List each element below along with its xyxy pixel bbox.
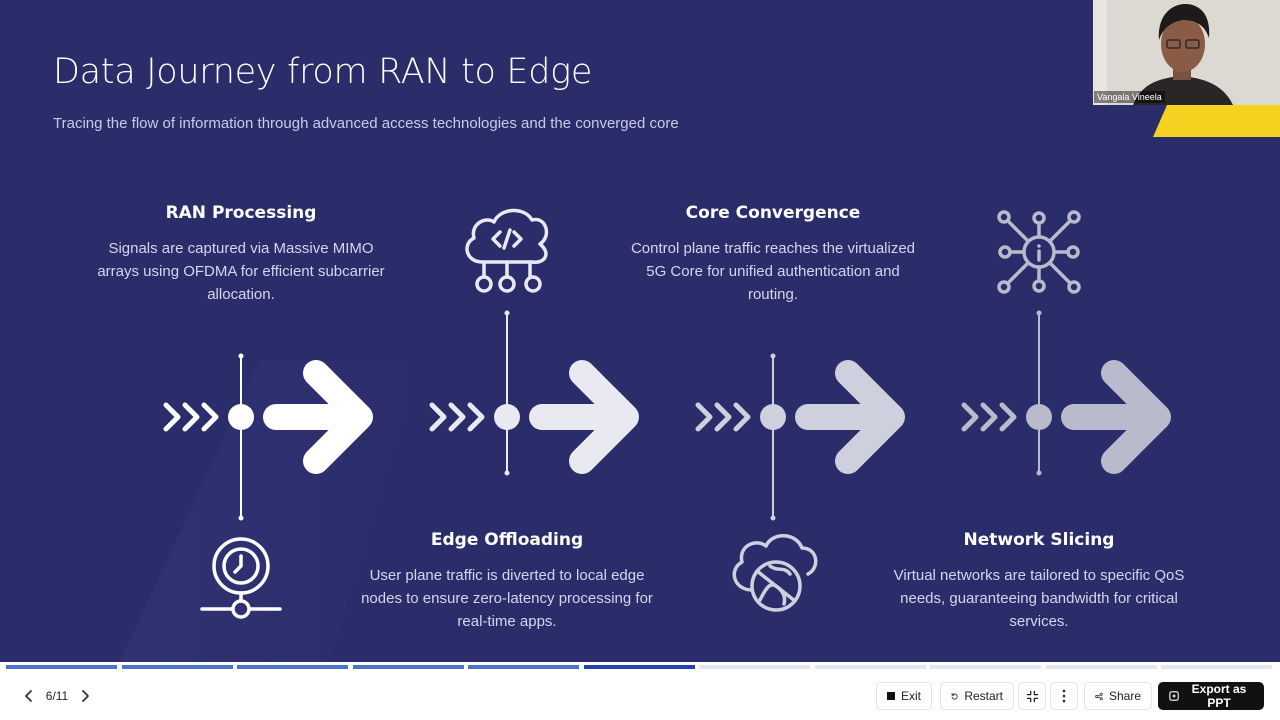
flow-stage-4 (961, 310, 1171, 476)
previous-slide-button[interactable] (16, 683, 42, 709)
step-heading-network-slicing: Network Slicing (963, 530, 1115, 550)
progress-segment[interactable] (699, 665, 810, 669)
share-icon (1095, 692, 1103, 700)
progress-segment[interactable] (352, 665, 464, 669)
chevrons-2 (429, 402, 485, 432)
progress-segment[interactable] (6, 665, 117, 669)
export-ppt-button[interactable]: Export as PPT (1158, 682, 1264, 710)
slide-subtitle: Tracing the flow of information through … (53, 115, 679, 132)
slide: Data Journey from RAN to Edge Tracing th… (0, 0, 1280, 662)
chevron-right-icon (82, 690, 89, 702)
page-indicator: 6/11 (45, 689, 69, 703)
more-options-button[interactable] (1050, 682, 1078, 710)
step-description-network-slicing: Virtual networks are tailored to specifi… (893, 567, 1185, 630)
progress-segment[interactable] (583, 665, 695, 669)
slide-title: Data Journey from RAN to Edge (53, 52, 593, 92)
yellow-accent-shape (1153, 105, 1280, 137)
arrow-3 (795, 360, 905, 474)
flow-stage-3 (695, 353, 905, 521)
progress-segment[interactable] (814, 665, 926, 669)
exit-button[interactable]: Exit (876, 682, 932, 710)
arrow-2 (529, 360, 639, 474)
clock-network-icon (200, 537, 282, 619)
step-heading-edge-offloading: Edge Offloading (430, 530, 584, 550)
more-vertical-icon (1062, 689, 1066, 703)
export-ppt-button-label: Export as PPT (1191, 682, 1247, 710)
minimize-icon (1026, 690, 1038, 702)
chevrons-4 (961, 402, 1017, 432)
timeline-node-4 (1026, 404, 1052, 430)
step-description-ran-processing: Signals are captured via Massive MIMO ar… (97, 240, 385, 303)
restart-button[interactable]: Restart (940, 682, 1014, 710)
cloud-globe-icon (732, 534, 818, 612)
progress-segment[interactable] (121, 665, 233, 669)
progress-segment[interactable] (468, 665, 579, 669)
webcam-name-label: Vangala Vineela (1094, 91, 1165, 103)
next-slide-button[interactable] (72, 683, 98, 709)
presentation-toolbar: 6/11 Exit Restart Share Export as PPT (0, 672, 1280, 720)
step-description-core-convergence: Control plane traffic reaches the virtua… (630, 240, 916, 303)
progress-segment[interactable] (1161, 665, 1272, 669)
progress-segment[interactable] (930, 665, 1041, 669)
stop-square-icon (887, 692, 895, 700)
flow-diagram (120, 208, 1171, 662)
chevrons-1 (163, 402, 219, 432)
progress-segment[interactable] (1045, 665, 1157, 669)
chevrons-3 (695, 402, 751, 432)
presenter-avatar (1093, 0, 1280, 105)
arrow-1 (263, 360, 373, 474)
arrow-4 (1061, 360, 1171, 474)
flow-stage-2 (429, 310, 639, 476)
export-icon (1169, 691, 1179, 701)
timeline-node-3 (760, 404, 786, 430)
flow-stage-1 (163, 353, 373, 521)
step-heading-ran-processing: RAN Processing (165, 203, 317, 223)
exit-fullscreen-button[interactable] (1018, 682, 1046, 710)
share-button[interactable]: Share (1084, 682, 1152, 710)
step-heading-core-convergence: Core Convergence (685, 203, 861, 223)
chevron-left-icon (25, 690, 32, 702)
exit-button-label: Exit (900, 689, 921, 703)
restart-icon (951, 692, 958, 700)
timeline-node-2 (494, 404, 520, 430)
timeline-node-1 (228, 404, 254, 430)
cloud-code-icon (465, 208, 549, 293)
share-button-label: Share (1108, 689, 1141, 703)
hub-info-icon (997, 210, 1081, 294)
step-description-edge-offloading: User plane traffic is diverted to local … (361, 567, 653, 630)
slide-progress-bar (0, 662, 1280, 672)
webcam-video (1093, 0, 1280, 105)
progress-segment[interactable] (237, 665, 348, 669)
restart-button-label: Restart (964, 689, 1003, 703)
